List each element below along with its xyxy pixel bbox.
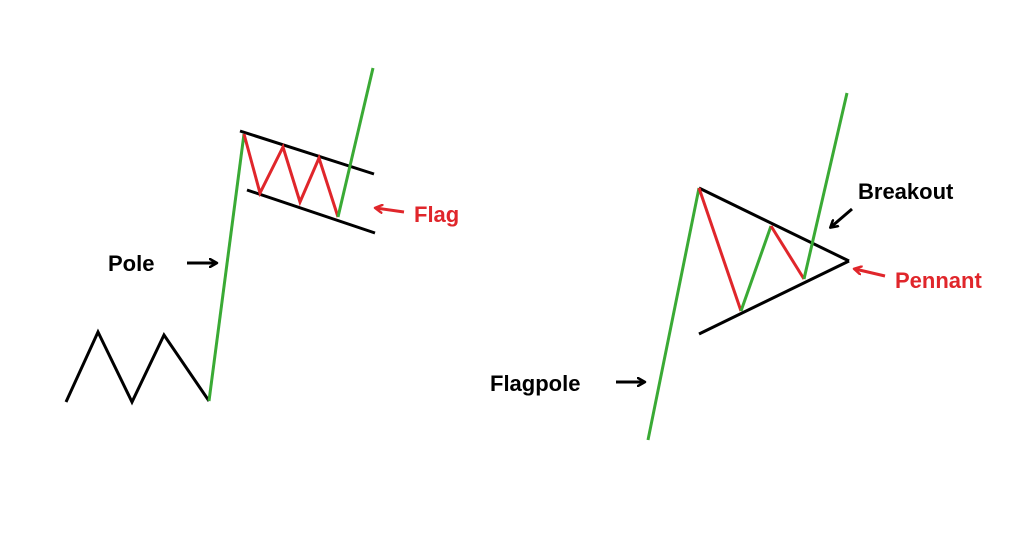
pennant-lower-boundary <box>698 259 850 336</box>
pennant-zigzag-red-2 <box>769 225 806 280</box>
flagpole-label: Flagpole <box>490 371 580 396</box>
flag-upper-boundary <box>239 129 375 176</box>
pole-label: Pole <box>108 251 154 276</box>
flag-label: Flag <box>414 202 459 227</box>
pennant-arrow <box>855 269 886 278</box>
pennant-upper-boundary <box>698 186 850 263</box>
flag-consolidation-zigzag <box>242 133 340 218</box>
pole-line <box>207 133 246 402</box>
flag-pattern: Pole Flag <box>64 67 459 406</box>
pennant-breakout-line <box>802 92 849 280</box>
pennant-pattern: Flagpole Breakout Pennant <box>490 92 982 441</box>
prior-zigzag <box>64 328 211 406</box>
pennant-zigzag-red-1 <box>697 187 743 312</box>
pennant-label: Pennant <box>895 268 982 293</box>
breakout-arrow <box>831 207 853 227</box>
flag-lower-boundary <box>246 188 376 235</box>
flag-breakout-line <box>336 67 375 218</box>
flag-arrow <box>376 208 405 212</box>
pennant-zigzag-green <box>739 225 773 312</box>
flagpole-line <box>646 187 701 441</box>
breakout-label: Breakout <box>858 179 954 204</box>
